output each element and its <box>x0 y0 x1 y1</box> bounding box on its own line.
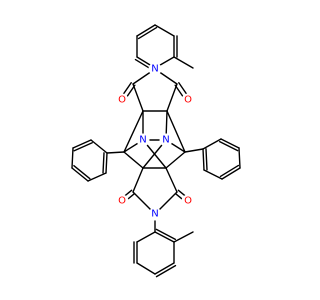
atom-background-o1 <box>115 93 129 107</box>
bond-l4-l5 <box>73 164 91 180</box>
bond-r4-r5 <box>219 164 240 178</box>
atom-background-n_top <box>148 62 162 76</box>
atom-label-layer: O O O O N N N N <box>115 62 195 221</box>
bond-cT2-cT4 <box>166 83 178 112</box>
atom-background-n_left <box>136 133 150 147</box>
bond-cR-cB4 <box>165 151 186 169</box>
bond-r1-r2 <box>202 138 222 150</box>
bond-l5-l6 <box>87 172 107 182</box>
bond-b6-b1 <box>155 228 177 241</box>
oxygen-atom-label: O <box>118 95 126 106</box>
bond-r2-r3 <box>218 140 239 152</box>
bond-r2-r3 <box>220 138 240 149</box>
bond-r5-r6 <box>203 169 223 180</box>
molecule-structure-diagram: O O O O N N N N <box>71 24 241 278</box>
bond-cT1-cT3 <box>132 83 144 112</box>
atom-background-o2 <box>181 93 195 107</box>
bond-r3-r4 <box>238 147 241 169</box>
bond-t5-tMe <box>173 56 194 69</box>
nitrogen-atom-label: N <box>139 135 146 146</box>
bond-cR-r1 <box>184 148 204 153</box>
bond-l3-l4 <box>71 147 74 169</box>
nitrogen-atom-label: N <box>162 135 169 146</box>
atom-background-n_bot <box>148 207 162 221</box>
bond-b4-b5 <box>154 262 175 275</box>
bond-l6-l1 <box>105 152 108 174</box>
nitrogen-atom-label: N <box>151 64 158 75</box>
bond-t3-t4 <box>154 24 175 37</box>
bond-r6-r1 <box>202 148 205 171</box>
bond-t2-t3 <box>137 26 158 40</box>
atom-background-o4 <box>181 194 195 208</box>
oxygen-atom-label: O <box>118 196 126 207</box>
bond-cL-cB3 <box>123 151 144 169</box>
bond-l4-l5 <box>71 167 89 182</box>
atom-background-n_right <box>159 133 173 147</box>
bond-b6-b1 <box>154 231 175 243</box>
bond-cT3-cL <box>123 110 144 153</box>
bond-l1-l2 <box>90 139 108 154</box>
bond-b4-b5 <box>155 264 177 278</box>
bond-l2-l3 <box>72 139 92 149</box>
bond-b6-bMe <box>173 231 194 243</box>
bond-b1-b2 <box>136 231 156 243</box>
bond-l6-l1 <box>102 152 105 174</box>
bond-cB3-cB1 <box>132 167 144 193</box>
bond-r4-r5 <box>221 167 241 180</box>
bond-cB4-cB2 <box>165 167 178 193</box>
bond-l2-l3 <box>73 142 93 152</box>
bond-r6-r1 <box>205 148 208 171</box>
bond-b3-b4 <box>136 262 156 275</box>
oxygen-atom-label: O <box>184 95 192 106</box>
bond-cL-l1 <box>106 151 125 154</box>
bond-cT4-cR <box>166 110 186 153</box>
bond-t2-t3 <box>136 24 156 37</box>
atom-background-o3 <box>115 194 129 208</box>
oxygen-atom-label: O <box>184 196 192 207</box>
nitrogen-atom-label: N <box>151 209 158 220</box>
